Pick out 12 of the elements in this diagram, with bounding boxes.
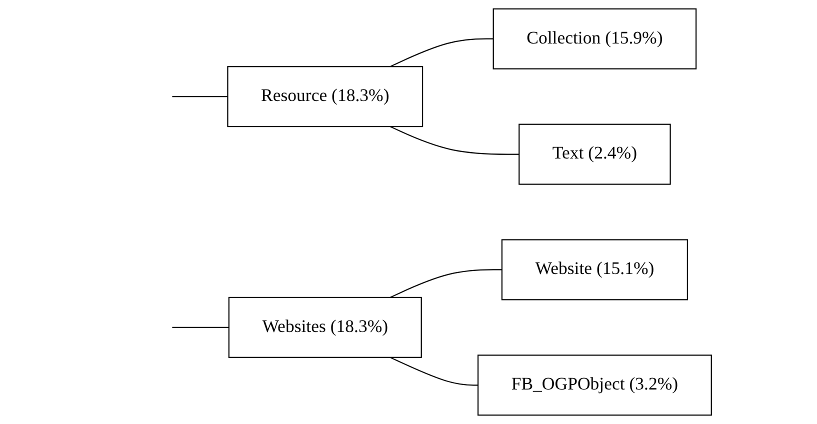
node-box: Text (2.4%) [518,124,671,185]
node-box: Resource (18.3%) [227,66,424,128]
connector [390,269,502,298]
node-box: Websites (18.3%) [228,296,422,358]
node-box: FB_OGPObject (3.2%) [477,354,712,416]
node-box: Website (15.1%) [501,239,688,300]
connector [390,356,478,386]
connector [172,326,229,328]
connector [390,38,494,68]
connector [172,96,228,98]
node-box: Collection (15.9%) [492,8,697,70]
connector [390,126,520,155]
